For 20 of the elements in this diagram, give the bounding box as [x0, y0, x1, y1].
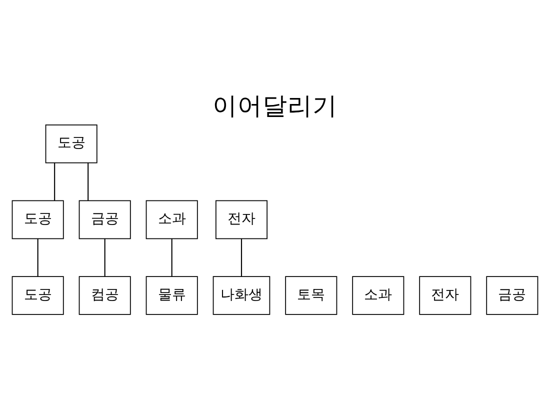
node-box: 소과	[146, 200, 198, 239]
node-box: 물류	[146, 276, 198, 314]
connector	[88, 162, 89, 200]
node-box: 소과	[352, 276, 404, 314]
node-box: 컴공	[78, 276, 131, 314]
node-box: 금공	[486, 276, 538, 314]
node-box: 도공	[12, 200, 64, 239]
node-box: 전자	[419, 276, 472, 314]
connector	[104, 238, 106, 276]
node-box: 도공	[45, 124, 98, 163]
node-box: 금공	[78, 200, 131, 239]
node-box: 도공	[12, 276, 64, 314]
connector	[37, 238, 38, 276]
node-box: 전자	[215, 200, 268, 239]
node-box: 토목	[285, 276, 338, 314]
connector	[171, 238, 172, 276]
diagram-title: 이어달리기	[212, 90, 338, 120]
node-box: 나화생	[212, 276, 270, 314]
connector	[240, 238, 242, 276]
connector	[54, 162, 56, 200]
